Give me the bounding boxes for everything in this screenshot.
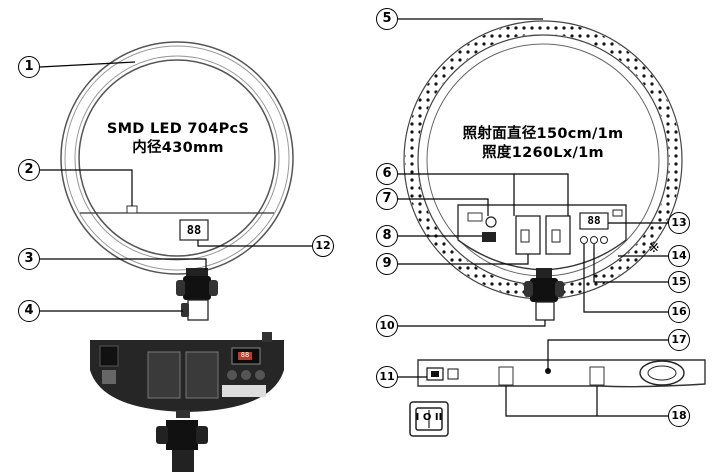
panel-display-readout: 88 [240,351,250,359]
callout-15: 15 [668,271,690,293]
callout-4: 4 [18,300,40,322]
callout-1: 1 [18,56,40,78]
callout-12: 12 [312,235,334,257]
back-display-readout: 88 [587,214,601,227]
front-bar [80,205,274,214]
callout-6: 6 [376,163,398,185]
panel-photo [90,332,284,472]
callout-11: 11 [376,366,398,388]
back-spec-line2: 照度1260Lx/1m [482,145,604,161]
back-mount [524,268,564,321]
switch-icon [409,401,449,437]
front-spec-line1: SMD LED 704PcS [106,121,250,137]
back-spec-line1: 照射面直径150cm/1m [462,126,624,142]
note-mark: ※ [648,240,660,256]
callout-8: 8 [376,225,398,247]
switch-label: I O II [415,412,443,423]
front-ring [60,41,294,275]
callout-10: 10 [376,315,398,337]
front-display-readout: 88 [186,223,202,237]
callout-17: 17 [668,329,690,351]
callout-18: 18 [668,405,690,427]
callout-13: 13 [668,212,690,234]
callout-2: 2 [18,159,40,181]
side-view-bar [417,359,706,388]
front-spec-line2: 内径430mm [132,140,224,156]
leader-lines [39,18,668,417]
front-mount [176,268,218,321]
front-display [179,219,209,241]
callout-7: 7 [376,188,398,210]
callout-16: 16 [668,301,690,323]
callout-14: 14 [668,245,690,267]
callout-5: 5 [376,8,398,30]
callout-9: 9 [376,253,398,275]
callout-3: 3 [18,248,40,270]
